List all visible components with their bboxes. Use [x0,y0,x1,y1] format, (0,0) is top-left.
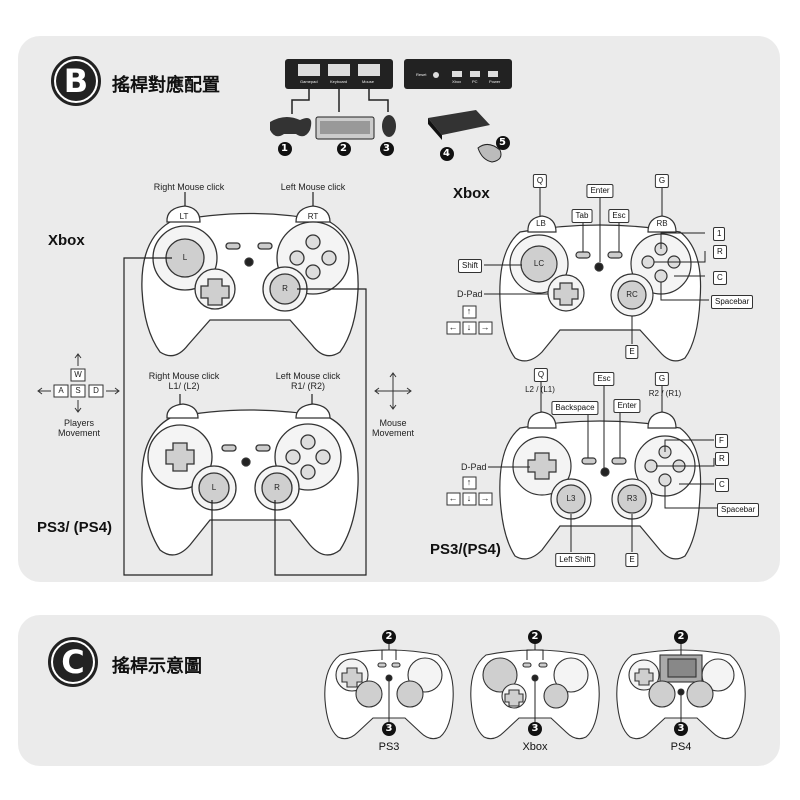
ps-key-backspace: Backspace [551,401,599,415]
xbox-rc-label: RC [626,290,638,299]
c-xbox-caption: Xbox [522,741,548,753]
mouse-movement-caption-2: Movement [371,428,415,438]
ps-r1-mapping-label-2: R1/ (R2) [290,381,326,391]
ps-l3-label: L3 [566,494,576,503]
ps-key-r: R [715,452,729,466]
xbox-key-c: C [713,271,727,285]
xbox-key-q: Q [532,174,548,188]
ps-key-q: Q [533,368,549,382]
right-xbox-label: Xbox [453,185,490,202]
c-ps3-num-top: 2 [385,631,393,642]
left-xbox-label: Xbox [48,232,85,249]
section-b-letter: B [56,61,96,101]
ps-arrow-up: ↑ [466,477,472,487]
section-b-badge: B [51,56,101,106]
right-ps-label: PS3/(PS4) [430,541,501,558]
step-1: 1 [281,143,288,154]
ps-key-c: C [715,478,729,492]
xbox-dpad-label: D-Pad [457,289,483,299]
ps-left-stick-label: L [211,483,217,492]
port-mouse-label: Mouse [362,79,375,84]
xbox-right-stick-label: R [282,284,288,293]
section-c-title: 搖桿示意圖 [112,656,202,677]
ps-r1-mapping-label-1: Left Mouse click [275,371,341,381]
xbox-arrow-right: → [480,322,490,332]
ps-arrow-left: ← [448,493,458,503]
xbox-key-e: E [625,345,639,359]
step-5: 5 [499,137,506,148]
left-ps-label: PS3/ (PS4) [37,519,113,536]
ps-key-enter: Enter [613,399,641,413]
xbox-lb-label: LB [536,219,546,228]
mouse-movement-caption-1: Mouse [379,418,407,428]
xbox-arrow-left: ← [448,322,458,332]
xbox-key-shift: Shift [458,259,483,273]
c-ps4-num-top: 2 [677,631,685,642]
ps-key-left-shift: Left Shift [555,553,595,567]
ps-l1-mapping-label-1: Right Mouse click [148,371,220,381]
ps-l1-mapping-label-2: L1/ (L2) [168,381,200,391]
xbox-key-spacebar: Spacebar [711,295,754,309]
c-xbox-num-top: 2 [531,631,539,642]
players-movement-caption-1: Players [63,418,95,428]
ps-key-esc: Esc [593,372,615,386]
xbox-left-stick-label: L [182,253,188,262]
console-reset-label: Reset [416,72,427,77]
xbox-key-g: G [654,174,670,188]
key-d: D [93,386,99,395]
xbox-key-enter: Enter [586,184,614,198]
console-pc-label: PC [472,79,478,84]
xbox-arrow-down: ↓ [466,322,472,332]
ps-arrow-down: ↓ [466,493,472,503]
ps-r3-label: R3 [626,494,638,503]
key-a: A [58,386,64,395]
step-3: 3 [383,143,390,154]
ps-key-e: E [625,553,639,567]
c-ps3-num-bottom: 3 [385,723,393,734]
ps-right-stick-label: R [274,483,280,492]
step-4: 4 [443,148,450,159]
ps-key-f: F [715,434,728,448]
ps-r2r1-label: R2 / (R1) [648,389,682,398]
xbox-rt-mapping-label: Left Mouse click [280,182,346,192]
ps-key-g: G [654,372,670,386]
xbox-key-1: 1 [713,227,726,241]
key-s: S [75,386,81,395]
c-ps3-caption: PS3 [378,741,400,753]
port-keyboard-label: Keyboard [330,79,348,84]
xbox-lt-label: LT [179,212,189,221]
port-gamepad-label: Gamepad [300,79,318,84]
section-c-badge: C [48,637,98,687]
xbox-lt-mapping-label: Right Mouse click [153,182,225,192]
xbox-key-r: R [713,245,727,259]
step-2: 2 [340,143,347,154]
c-ps4-num-bottom: 3 [677,723,685,734]
players-movement-caption-2: Movement [57,428,101,438]
ps-dpad-label: D-Pad [461,462,487,472]
c-ps4-caption: PS4 [670,741,692,753]
section-c-letter: C [53,642,93,682]
c-xbox-num-bottom: 3 [531,723,539,734]
xbox-key-esc: Esc [608,209,630,223]
xbox-arrow-up: ↑ [466,306,472,316]
section-b-title: 搖桿對應配置 [112,75,220,96]
ps-l2l1-label: L2 / (L1) [525,385,555,394]
xbox-key-tab: Tab [571,209,593,223]
console-xbox-label: Xbox [452,79,462,84]
ps-key-spacebar: Spacebar [717,503,760,517]
xbox-rb-label: RB [656,219,668,228]
key-w: W [74,370,82,379]
xbox-rt-label: RT [307,212,319,221]
console-power-label: Power [489,79,501,84]
ps-arrow-right: → [480,493,490,503]
xbox-lc-label: LC [533,259,545,268]
